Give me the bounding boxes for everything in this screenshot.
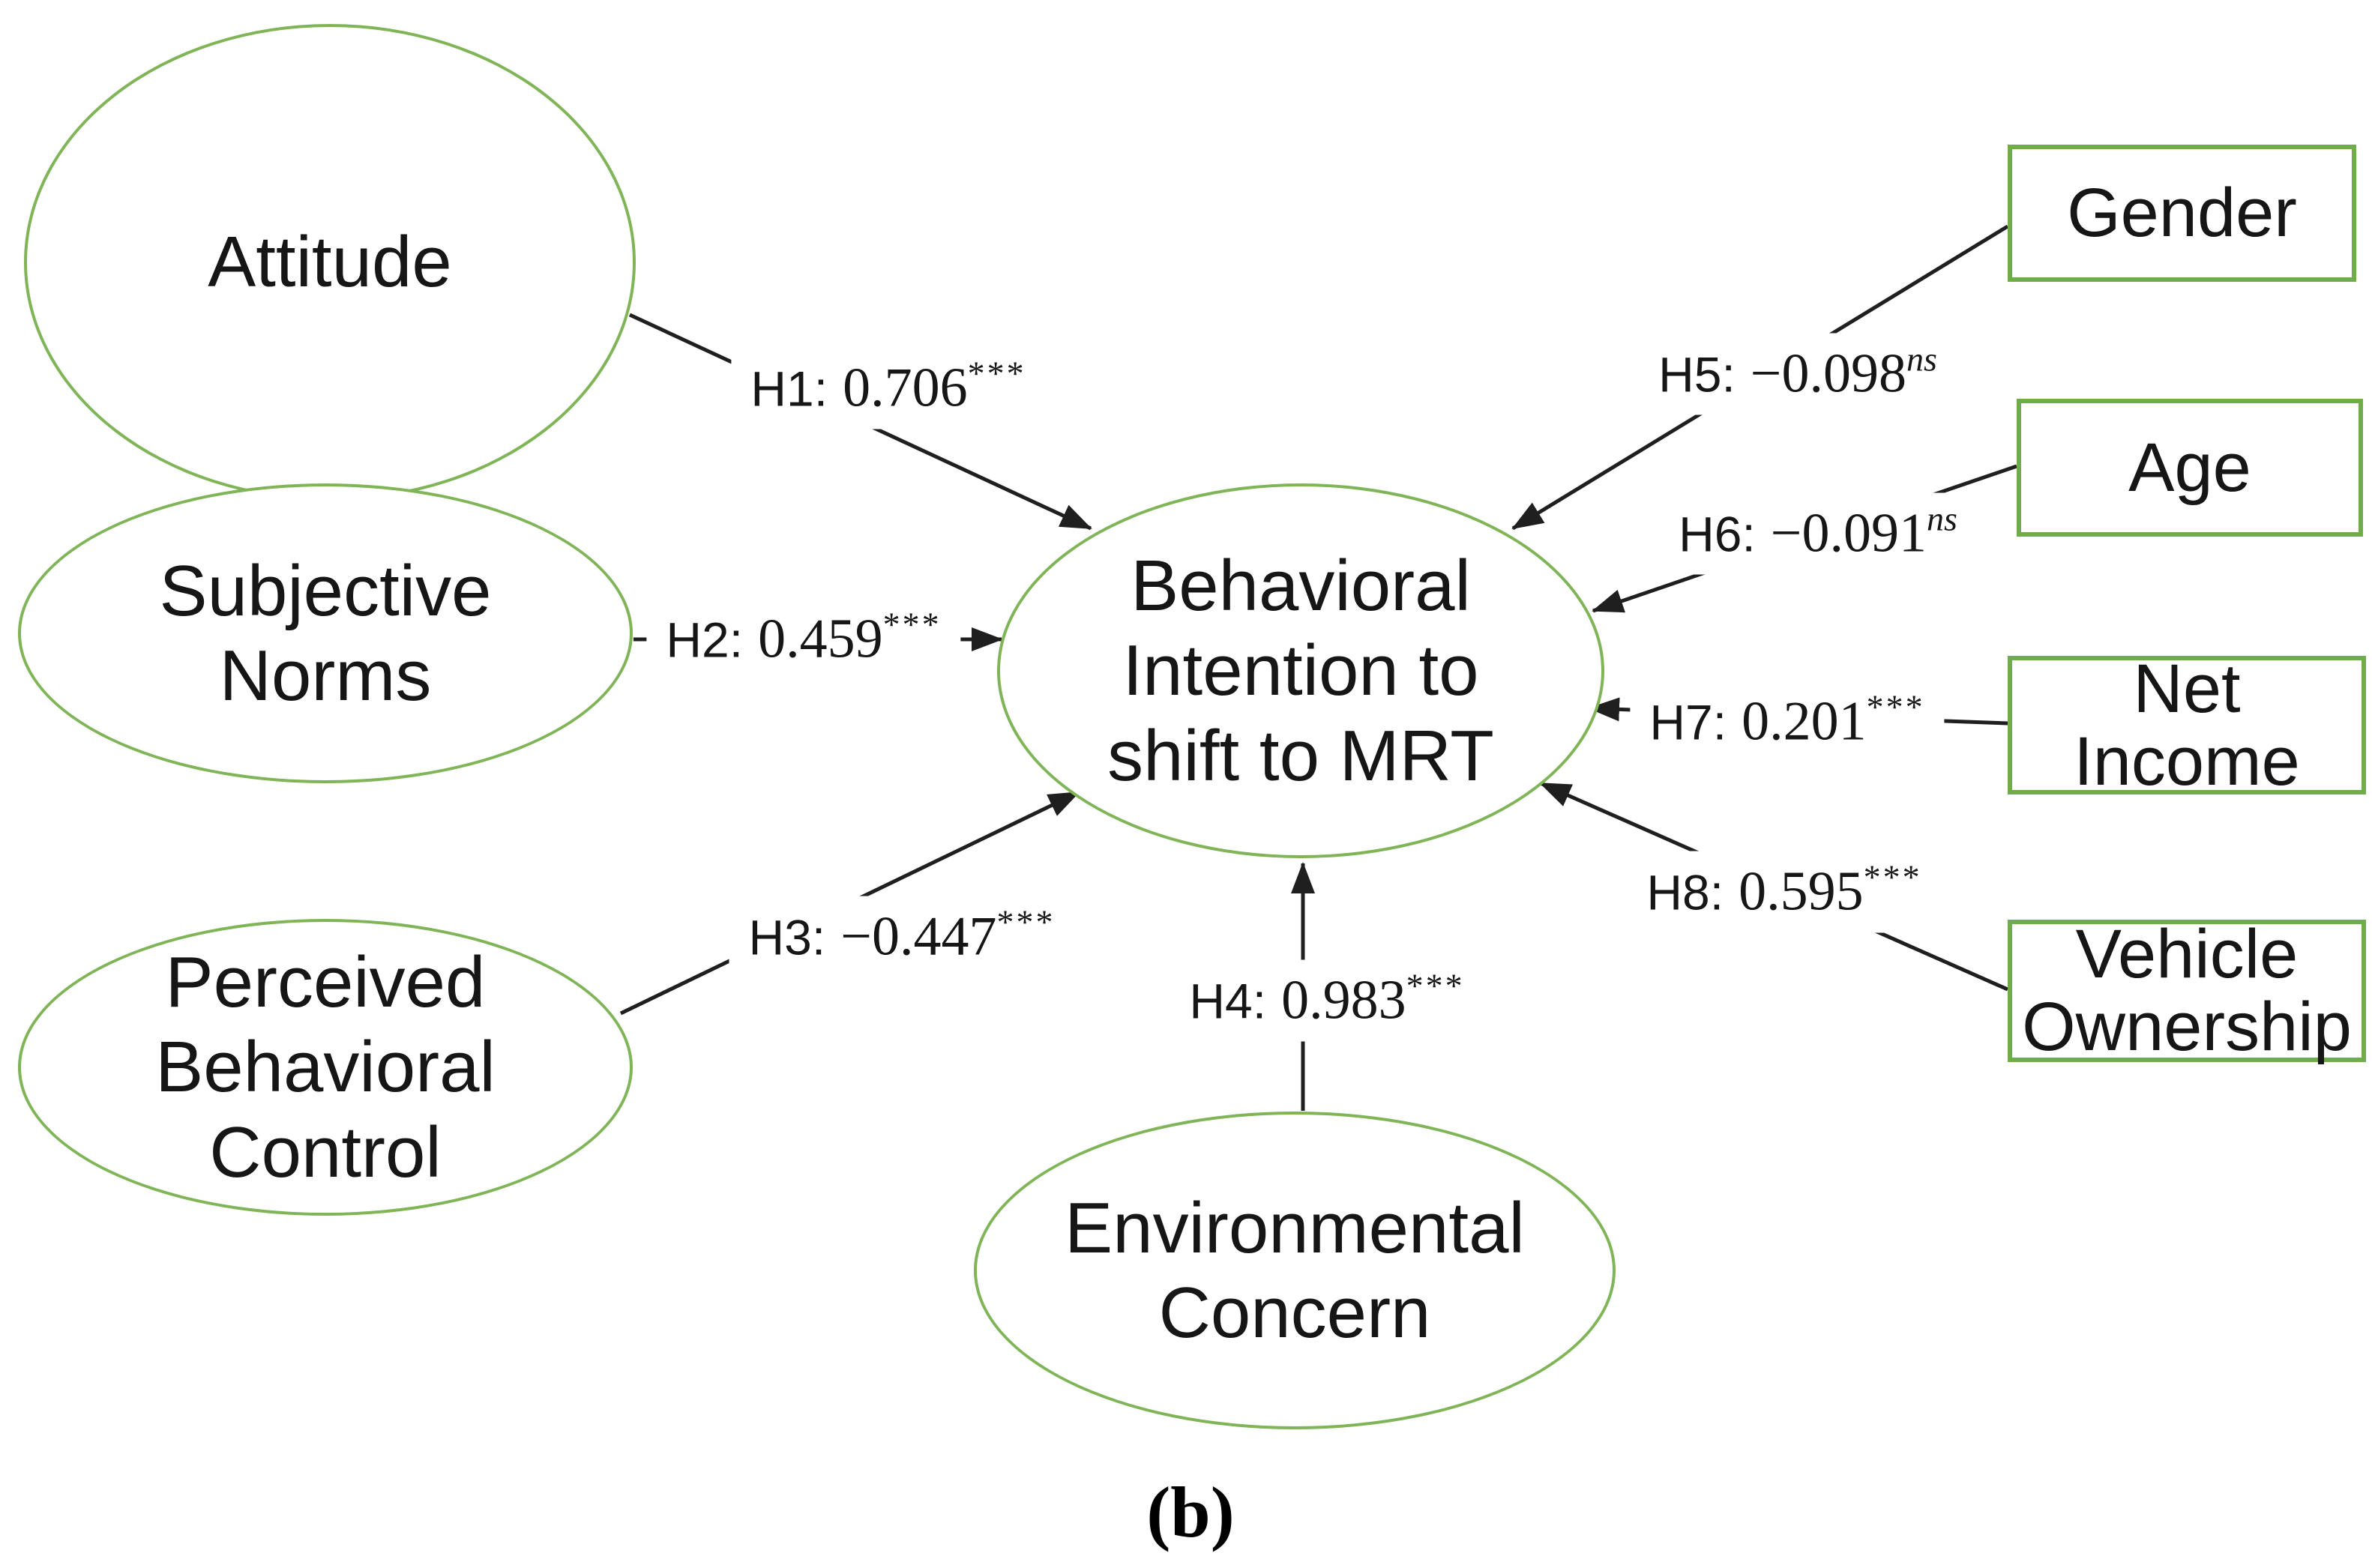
path-label-h6: H6:−0.091ns: [1659, 492, 1977, 575]
node-behavioral-intention: Behavioral Intention to shift to MRT: [997, 483, 1604, 858]
path-label-h1-significance: ***: [967, 354, 1026, 393]
path-label-h8: H8: 0.595***: [1627, 851, 1942, 933]
box-vehicle-ownership: Vehicle Ownership: [2008, 916, 2366, 1065]
path-label-h5: H5:−0.098ns: [1639, 333, 1957, 415]
path-label-h7-significance: ***: [1866, 687, 1925, 726]
path-label-h2-value: 0.459: [758, 608, 883, 670]
box-net-income: Net Income: [2008, 650, 2366, 800]
path-label-h3-significance: ***: [996, 902, 1056, 941]
path-label-h1-value: 0.706: [843, 357, 968, 419]
figure-caption: (b): [1146, 1472, 1235, 1552]
path-label-h5-significance: ns: [1906, 340, 1937, 379]
box-net-income-label: Net Income: [2074, 650, 2300, 800]
path-label-h4-value: 0.983: [1281, 969, 1406, 1031]
path-label-h7: H7: 0.201***: [1630, 681, 1945, 763]
path-label-h6-id: H6:: [1679, 506, 1756, 562]
path-label-h4-significance: ***: [1406, 966, 1465, 1005]
path-label-h7-id: H7:: [1649, 694, 1727, 750]
path-label-h5-id: H5:: [1658, 346, 1736, 402]
box-gender-label: Gender: [2067, 175, 2297, 252]
node-environmental-concern: Environmental Concern: [974, 1112, 1616, 1429]
path-label-h3: H3:−0.447***: [729, 896, 1075, 978]
node-behavioral-intention-label: Behavioral Intention to shift to MRT: [1107, 546, 1494, 796]
path-label-h1: H1: 0.706***: [731, 347, 1046, 429]
path-label-h7-value: 0.201: [1742, 690, 1867, 753]
path-label-h8-significance: ***: [1863, 857, 1922, 896]
node-environmental-concern-label: Environmental Concern: [1065, 1187, 1525, 1353]
node-perceived-behavioral-control-label: Perceived Behavioral Control: [155, 942, 496, 1192]
node-attitude: Attitude: [24, 24, 636, 501]
path-label-h3-id: H3:: [748, 909, 826, 965]
path-label-h6-significance: ns: [1927, 499, 1957, 538]
path-label-h3-value: −0.447: [840, 905, 997, 968]
path-label-h2: H2:0.459***: [646, 598, 961, 681]
path-label-h4-id: H4:: [1189, 973, 1267, 1029]
path-label-h5-value: −0.098: [1750, 343, 1907, 405]
node-subjective-norms-label: Subjective Norms: [159, 550, 492, 716]
path-label-h6-value: −0.091: [1770, 502, 1927, 564]
node-attitude-label: Attitude: [208, 222, 452, 303]
path-label-h8-value: 0.595: [1739, 860, 1864, 923]
path-label-h4: H4:0.983***: [1170, 959, 1484, 1042]
path-label-h2-id: H2:: [666, 612, 744, 668]
box-age-label: Age: [2128, 429, 2251, 506]
path-label-h2-significance: ***: [882, 605, 942, 644]
node-subjective-norms: Subjective Norms: [18, 483, 633, 783]
node-perceived-behavioral-control: Perceived Behavioral Control: [18, 919, 633, 1216]
box-vehicle-ownership-label: Vehicle Ownership: [2022, 916, 2352, 1065]
path-label-h1-id: H1:: [750, 361, 828, 417]
path-label-h8-id: H8:: [1646, 864, 1724, 920]
box-age: Age: [2017, 399, 2363, 537]
box-gender: Gender: [2008, 145, 2356, 282]
